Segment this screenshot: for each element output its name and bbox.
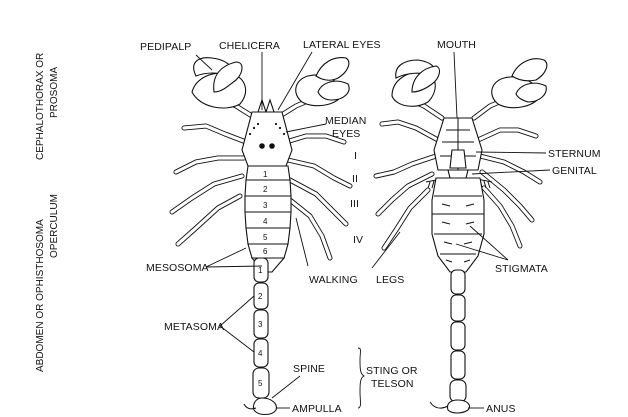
- mesosoma-number: 2: [263, 185, 268, 194]
- ventral-pedipalp-left: [392, 60, 442, 118]
- label-walking: WALKING: [309, 274, 358, 286]
- metasoma-number: 3: [258, 320, 263, 329]
- side-label-abdomen: ABDOMEN OR OPHISTHOSOMA: [35, 219, 46, 372]
- ventral-legs-right: [478, 130, 540, 246]
- leg-numerals: I II III IV: [350, 150, 363, 246]
- dorsal-telson-ampulla: [253, 398, 276, 415]
- label-spine: SPINE: [293, 363, 325, 375]
- dorsal-chelicera-right: [266, 100, 274, 112]
- ventral-telson: [447, 400, 469, 413]
- dorsal-pedipalp-left: [192, 58, 252, 116]
- label-mouth: MOUTH: [437, 39, 476, 51]
- metasoma-number: 5: [258, 379, 263, 388]
- side-label-cephalothorax: CEPHALOTHORAX OR: [35, 53, 46, 160]
- mesosoma-number: 5: [263, 233, 268, 242]
- leg-numeral: IV: [353, 234, 363, 246]
- ventral-pedipalp-right: [474, 59, 547, 118]
- label-legs: LEGS: [376, 274, 404, 286]
- leg-numeral: III: [350, 198, 359, 210]
- label-sting-line2: TELSON: [371, 378, 414, 390]
- label-genital: GENITAL: [552, 165, 597, 177]
- label-anus: ANUS: [486, 403, 516, 415]
- dorsal-carapace: [242, 112, 292, 166]
- mesosoma-number: 1: [263, 170, 268, 179]
- side-label-operculum: OPERCULUM: [49, 194, 60, 258]
- side-labels: CEPHALOTHORAX OR PROSOMA ABDOMEN OR OPHI…: [35, 53, 60, 372]
- ventral-aculeus: [430, 402, 448, 408]
- label-sting-line1: STING OR: [366, 365, 418, 377]
- dorsal-legs-right: [286, 136, 350, 258]
- sternum-plate: [450, 150, 466, 168]
- label-chelicera: CHELICERA: [219, 40, 280, 52]
- mesosoma-number: 4: [263, 217, 268, 226]
- ventral-metasoma: [450, 270, 466, 402]
- mesosoma-number: 3: [263, 201, 268, 210]
- dorsal-view-scorpion: 1 2 3 4 5 6 7 1 2 3 4 5: [172, 58, 350, 415]
- label-lateral-eyes: LATERAL EYES: [303, 39, 381, 51]
- label-mesosoma: MESOSOMA: [146, 262, 209, 274]
- dorsal-pedipalp-right: [280, 58, 349, 116]
- leg-numeral: I: [354, 150, 357, 162]
- label-median-eyes-line1: MEDIAN: [325, 115, 366, 127]
- genital-operculum: [448, 170, 468, 178]
- label-pedipalp: PEDIPALP: [140, 41, 191, 53]
- label-metasoma: METASOMA: [164, 321, 224, 333]
- ventral-view-scorpion: [376, 59, 547, 413]
- leg-numeral: II: [352, 173, 358, 185]
- metasoma-number: 2: [258, 292, 263, 301]
- label-ampulla: AMPULLA: [292, 403, 342, 415]
- side-label-prosoma: PROSOMA: [49, 67, 60, 118]
- metasoma-number: 4: [258, 349, 263, 358]
- label-median-eyes-line2: EYES: [332, 128, 360, 140]
- dorsal-legs-left: [172, 126, 246, 244]
- label-sternum: STERNUM: [548, 148, 601, 160]
- ventral-mesosoma: [432, 178, 484, 272]
- mesosoma-number: 6: [263, 247, 268, 256]
- metasoma-number: 1: [258, 266, 263, 275]
- dorsal-mesosoma: [245, 166, 291, 272]
- label-stigmata: STIGMATA: [495, 263, 548, 275]
